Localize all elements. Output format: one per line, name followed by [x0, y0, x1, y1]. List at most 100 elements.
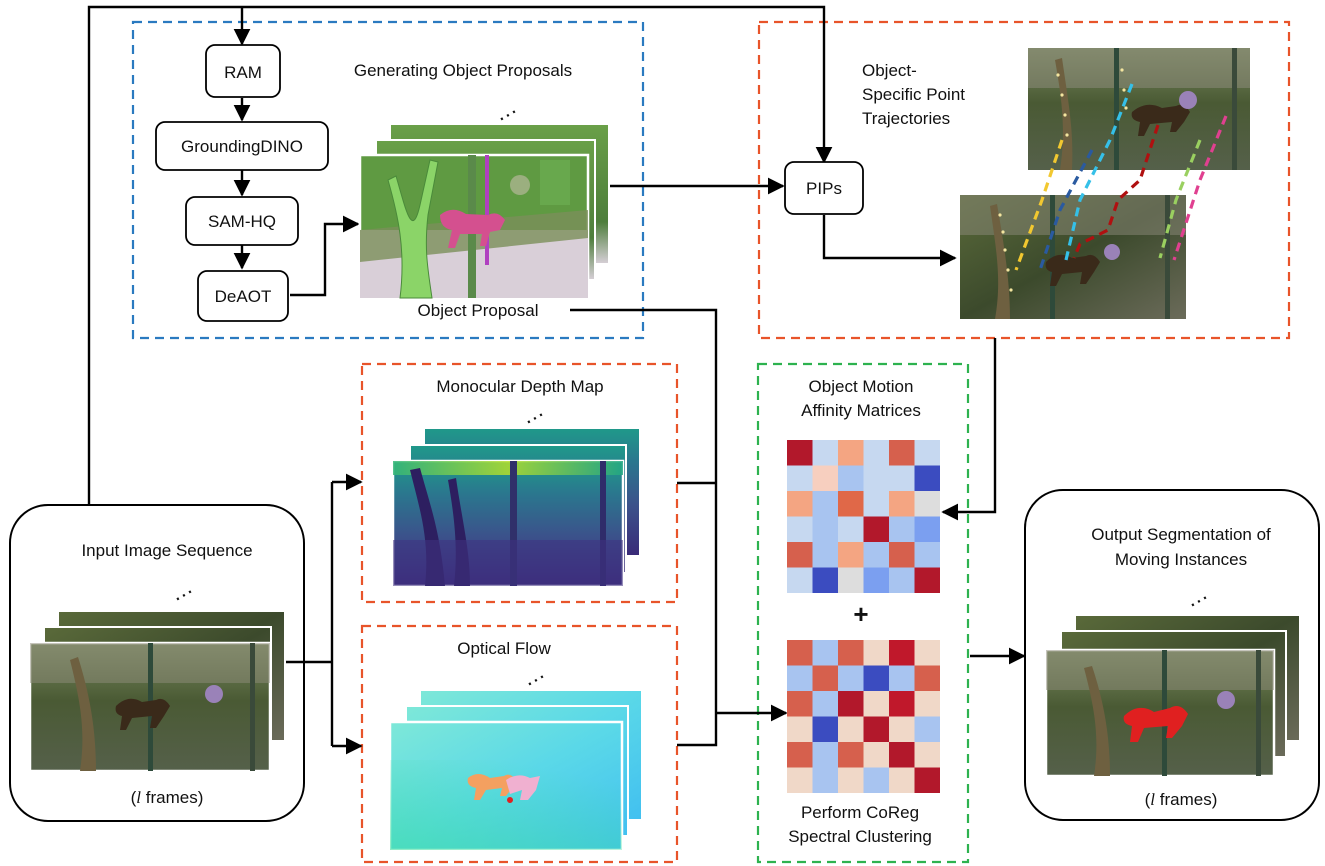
matrix-cell [838, 491, 864, 517]
matrix-cell [838, 640, 864, 666]
deaot-box: DeAOT [197, 270, 289, 322]
matrix-cell [914, 665, 940, 691]
matrix-cell [838, 691, 864, 717]
deaot-label: DeAOT [215, 287, 272, 306]
depth-ellipsis-icon: … [516, 397, 548, 430]
affinity-matrix-b [787, 640, 940, 793]
matrix-cell [889, 491, 915, 517]
proposals-caption: Object Proposal [418, 301, 539, 320]
connectors [87, 5, 1026, 755]
input-frames-var: l [136, 788, 141, 807]
matrix-cell [863, 491, 889, 517]
proposals-group-box [131, 20, 645, 340]
matrix-cell [863, 542, 889, 568]
matrix-cell [914, 516, 940, 542]
output-open-paren: ( [1145, 790, 1151, 809]
proposal-frame-stack [358, 123, 610, 300]
ram-label: RAM [224, 63, 262, 82]
depth-title: Monocular Depth Map [436, 377, 603, 396]
flow-frame-front [388, 720, 624, 852]
matrix-cell [914, 640, 940, 666]
trajectory-frame-bottom [960, 195, 1186, 319]
matrix-cell [889, 716, 915, 742]
matrix-cell [787, 716, 813, 742]
flow-ellipsis-icon: … [517, 659, 549, 692]
matrix-cell [863, 691, 889, 717]
matrix-cell [838, 440, 864, 466]
output-title-line1: Output Segmentation of [1091, 525, 1271, 544]
matrix-cell [787, 567, 813, 593]
matrix-cell [787, 440, 813, 466]
matrix-cell [812, 742, 838, 768]
trajectory-frame-top [1028, 48, 1250, 170]
matrix-cell [787, 542, 813, 568]
matrix-cell [914, 742, 940, 768]
matrix-cell [812, 440, 838, 466]
matrix-cell [787, 491, 813, 517]
matrix-cell [838, 767, 864, 793]
affinity-group-box [756, 362, 970, 864]
input-ellipsis-icon: … [165, 574, 197, 607]
matrix-cell [914, 691, 940, 717]
affinity-caption-line2: Spectral Clustering [788, 827, 932, 846]
trajectory-points [998, 68, 1128, 292]
flow-frame-stack [388, 689, 643, 852]
output-frames-caption: (l frames) [1145, 790, 1218, 809]
matrix-cell [889, 567, 915, 593]
matrix-cell [838, 542, 864, 568]
depth-frame-stack [391, 427, 641, 588]
flow-title: Optical Flow [457, 639, 551, 658]
matrix-cell [812, 465, 838, 491]
output-frames-var: l [1150, 790, 1155, 809]
matrix-cell [889, 440, 915, 466]
input-frame-front [28, 641, 272, 773]
affinity-title-line2: Affinity Matrices [801, 401, 921, 420]
matrix-cell [838, 665, 864, 691]
input-frames-word: frames) [141, 788, 203, 807]
matrix-cell [787, 516, 813, 542]
output-frames-word: frames) [1155, 790, 1217, 809]
matrix-cell [787, 665, 813, 691]
matrix-cell [889, 742, 915, 768]
matrix-cell [914, 567, 940, 593]
matrix-cell [914, 542, 940, 568]
matrix-cell [787, 767, 813, 793]
trajectories-group-box [757, 20, 1291, 340]
matrix-cell [812, 491, 838, 517]
pips-label: PIPs [806, 179, 842, 198]
output-title-line2: Moving Instances [1115, 550, 1247, 569]
matrix-cell [787, 465, 813, 491]
matrix-cell [889, 465, 915, 491]
trajectories-title-line2: Specific Point [862, 85, 965, 104]
matrix-cell [889, 691, 915, 717]
proposals-title: Generating Object Proposals [354, 61, 572, 80]
proposals-ellipsis-icon: … [489, 94, 521, 127]
output-segmentation-box [1024, 489, 1320, 821]
matrix-cell [838, 742, 864, 768]
trajectory-lines [1014, 83, 1228, 271]
matrix-cell [914, 440, 940, 466]
matrix-cell [787, 640, 813, 666]
matrix-cell [863, 516, 889, 542]
input-sequence-box [9, 504, 305, 822]
groundingdino-box: GroundingDINO [155, 121, 329, 171]
matrix-cell [863, 742, 889, 768]
matrix-cell [889, 542, 915, 568]
matrix-cell [914, 767, 940, 793]
matrix-cell [838, 716, 864, 742]
matrix-cell [787, 691, 813, 717]
input-open-paren: ( [131, 788, 137, 807]
affinity-title-line1: Object Motion [809, 377, 914, 396]
input-title: Input Image Sequence [81, 541, 252, 560]
matrix-cell [812, 640, 838, 666]
depth-frame-front [391, 459, 625, 588]
output-frame-front [1044, 648, 1276, 778]
ram-box: RAM [205, 44, 281, 98]
matrix-cell [889, 767, 915, 793]
matrix-cell [812, 665, 838, 691]
samhq-label: SAM-HQ [208, 212, 276, 231]
matrix-cell [838, 465, 864, 491]
matrix-cell [863, 440, 889, 466]
matrix-cell [889, 516, 915, 542]
